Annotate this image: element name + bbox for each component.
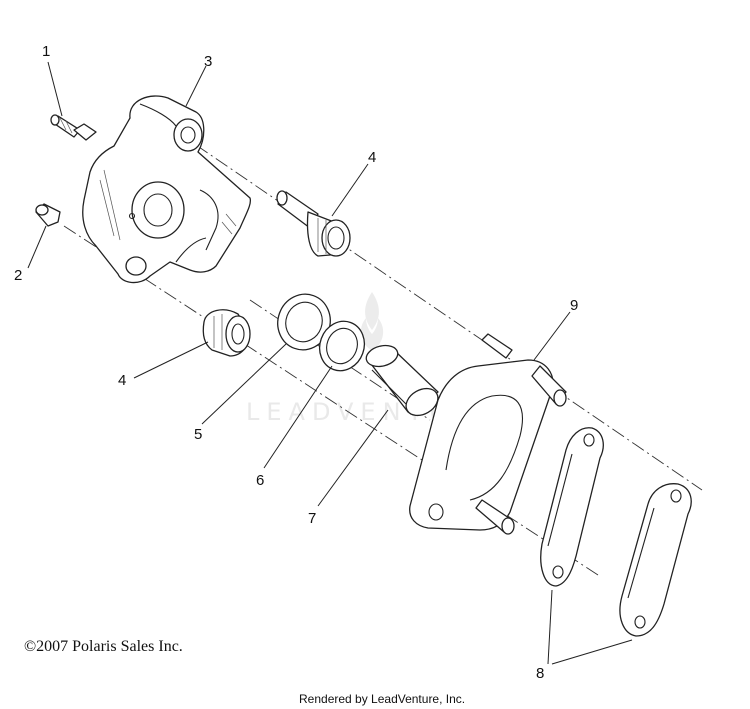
part-3-caliper-body [82, 95, 252, 284]
callout-3: 3 [204, 53, 212, 70]
part-4-slide-pin-upper [276, 190, 351, 257]
leader-8b [551, 639, 633, 665]
leader-8a [547, 589, 553, 665]
leader-6 [263, 365, 333, 469]
leader-7 [317, 409, 389, 507]
axis-lower [63, 225, 599, 576]
leader-5 [201, 343, 287, 425]
leader-2 [27, 225, 47, 269]
leader-4b [133, 341, 209, 379]
leader-lines [27, 61, 633, 665]
leader-1 [47, 61, 63, 117]
callout-9: 9 [570, 297, 578, 314]
part-6-o-ring [318, 320, 366, 372]
leader-4a [331, 163, 369, 217]
watermark-flame-icon [360, 292, 384, 350]
rendered-by-text: Rendered by LeadVenture, Inc. [299, 692, 465, 706]
part-2-bleeder-cap [35, 203, 61, 227]
leader-3 [185, 65, 207, 107]
callout-2: 2 [14, 267, 22, 284]
callouts: 1 2 3 4 4 5 6 7 8 9 [14, 43, 578, 682]
callout-5: 5 [194, 426, 202, 443]
callout-8: 8 [536, 665, 544, 682]
part-7-piston [365, 344, 439, 417]
callout-4-lower: 4 [118, 372, 126, 389]
part-1-bleeder-screw [50, 114, 97, 141]
copyright-text: ©2007 Polaris Sales Inc. [24, 638, 183, 655]
part-9-bracket [409, 333, 567, 535]
part-8-brake-pad-2 [619, 483, 692, 637]
leader-9 [533, 311, 571, 361]
part-8-brake-pad-1 [540, 427, 604, 587]
callout-1: 1 [42, 43, 50, 60]
callout-7: 7 [308, 510, 316, 527]
part-4-boot-lower [202, 309, 251, 357]
callout-6: 6 [256, 472, 264, 489]
callout-4-upper: 4 [368, 149, 376, 166]
